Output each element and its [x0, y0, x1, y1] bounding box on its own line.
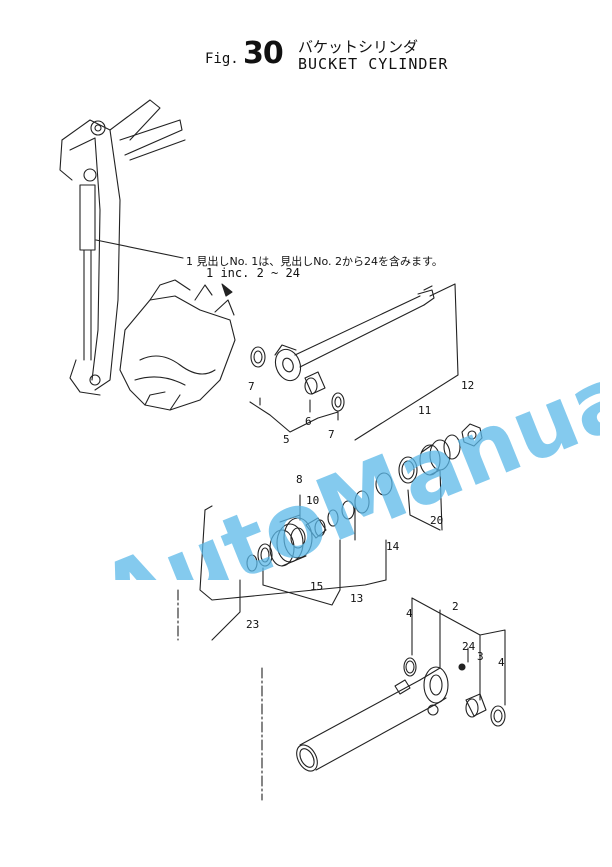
callout-labels: 7 6 7 5 12 11 8 10 20 14 15 13 23 2 4 24… [246, 379, 505, 669]
callout-10: 10 [306, 494, 319, 507]
callout-5: 5 [283, 433, 290, 446]
dust-seal-part-7-left [250, 346, 266, 368]
note-line-japanese: 1 見出しNo. 1は、見出しNo. 2から24を含みます。 [186, 255, 443, 268]
callout-15: 15 [310, 580, 323, 593]
grease-nipple-part-24 [458, 663, 466, 671]
arm-and-bucket-sketch [59, 99, 236, 411]
callout-4-left: 4 [406, 607, 413, 620]
callout-24: 24 [462, 640, 476, 653]
note-leader-line [95, 239, 184, 259]
piston-head-assembly [375, 423, 483, 531]
note-line-english: 1 inc. 2 ~ 24 [206, 266, 300, 280]
bushing-part-10 [305, 517, 327, 539]
callout-4-right: 4 [498, 656, 505, 669]
rod-cover-part-8 [269, 494, 313, 567]
title-english: BUCKET CYLINDER [298, 55, 449, 73]
callout-14: 14 [386, 540, 400, 553]
dust-seal-part-4-right [490, 705, 506, 727]
dust-seal-part-7-right [331, 392, 345, 412]
callout-11: 11 [418, 404, 431, 417]
bushing-part-6 [304, 371, 326, 395]
callout-8: 8 [296, 473, 303, 486]
callout-12: 12 [461, 379, 474, 392]
callout-2: 2 [452, 600, 459, 613]
callout-6: 6 [305, 415, 312, 428]
cylinder-tube [296, 666, 449, 772]
callout-23: 23 [246, 618, 259, 631]
callout-3: 3 [477, 650, 484, 663]
callout-13: 13 [350, 592, 363, 605]
callout-7-right: 7 [328, 428, 335, 441]
piston-rod [274, 285, 435, 382]
figure-prefix: Fig. [205, 51, 239, 67]
callout-7-left: 7 [248, 380, 255, 393]
dust-seal-part-4-left [403, 657, 417, 677]
callout-20: 20 [430, 514, 443, 527]
bushing-part-3 [465, 693, 487, 717]
figure-number: 30 [243, 36, 284, 71]
pointer-arrow-icon [221, 283, 233, 297]
title-japanese: バケットシリンダ [298, 38, 419, 56]
